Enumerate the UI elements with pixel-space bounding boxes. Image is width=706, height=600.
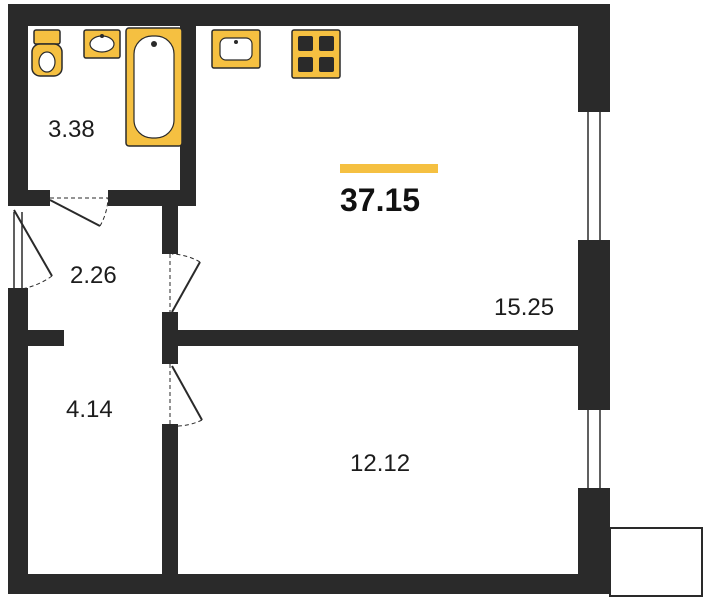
balcony-outline — [609, 527, 703, 597]
toilet-icon — [31, 29, 63, 77]
door-icon — [44, 190, 114, 227]
room-area-living-kitchen: 15.25 — [494, 294, 555, 321]
room-area-storage: 4.14 — [66, 396, 113, 423]
door-icon — [8, 206, 53, 291]
total-area: 37.15 — [340, 182, 421, 218]
stove-icon — [291, 29, 341, 79]
room-area-hallway: 2.26 — [70, 262, 117, 289]
room-area-bedroom: 12.12 — [350, 450, 411, 477]
door-icon — [162, 248, 201, 318]
total-area-accent-bar — [340, 164, 438, 173]
window-icon — [578, 402, 610, 496]
bathtub-icon — [125, 27, 183, 147]
window-icon — [8, 206, 28, 294]
door-icon — [162, 358, 203, 430]
kitchen-sink-icon — [211, 29, 261, 69]
window-icon — [578, 104, 610, 248]
room-area-bathroom: 3.38 — [48, 116, 95, 143]
washbasin-icon — [83, 29, 121, 59]
outer-walls — [8, 4, 610, 594]
